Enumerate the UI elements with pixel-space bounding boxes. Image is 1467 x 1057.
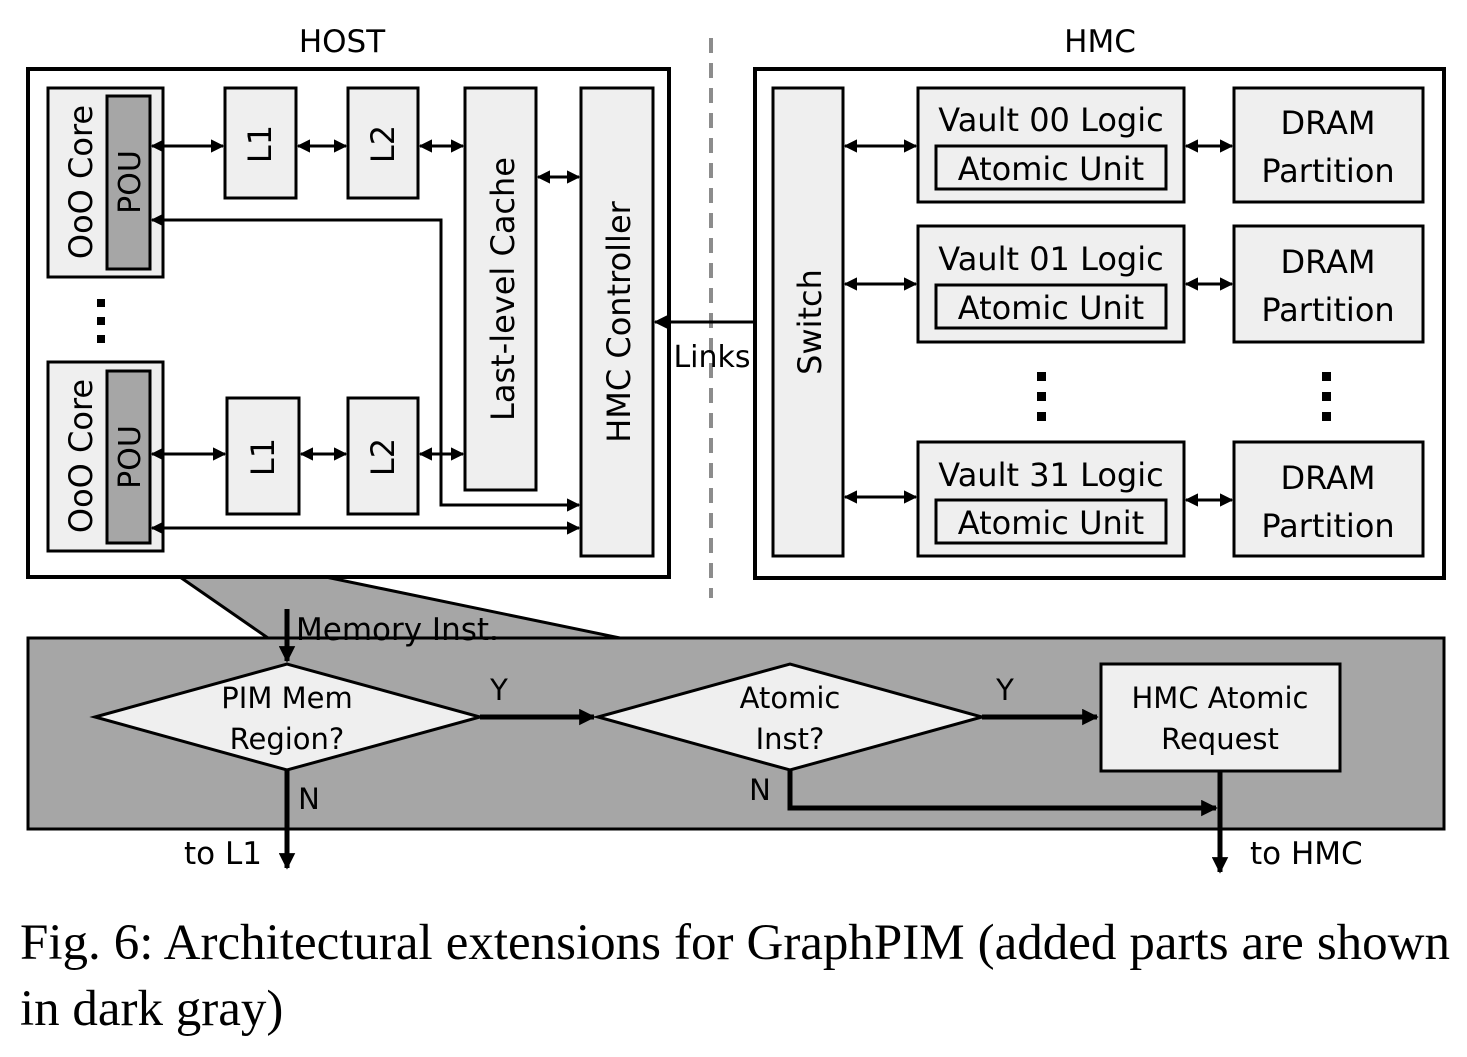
- vault-00-label: Vault 00 Logic: [938, 101, 1163, 139]
- pou-1: [105, 94, 152, 271]
- dram-01-line2: Partition: [1261, 291, 1394, 329]
- hmc-title: HMC: [1064, 24, 1136, 60]
- hmc-atomic-request: [1099, 662, 1342, 773]
- to-hmc-label: to HMC: [1250, 836, 1363, 872]
- architecture-diagram: HOST OoO Core POU OoO Core POU L1 L2 L1 …: [26, 24, 1446, 874]
- vault-00-atomic-label: Atomic Unit: [958, 150, 1144, 188]
- switch-label: Switch: [791, 269, 829, 375]
- links-label: Links: [673, 340, 750, 375]
- vault-01-label: Vault 01 Logic: [938, 240, 1163, 278]
- ooo-core-2-label: OoO Core: [62, 379, 100, 533]
- dram-31-line2: Partition: [1261, 507, 1394, 545]
- vault-31-label: Vault 31 Logic: [938, 456, 1163, 494]
- host-title: HOST: [299, 24, 386, 60]
- flow-arrows: [278, 708, 1229, 874]
- dram-partition-31: [1232, 440, 1425, 558]
- hmc-connections: [843, 139, 1234, 507]
- decision2-line1: Atomic: [740, 681, 841, 715]
- ooo-core-1-label: OoO Core: [62, 105, 100, 259]
- vault-31-atomic-label: Atomic Unit: [958, 504, 1144, 542]
- dram-31-line1: DRAM: [1280, 459, 1375, 497]
- to-l1-label: to L1: [184, 836, 262, 872]
- decision1-line1: PIM Mem: [221, 681, 352, 715]
- vault-ellipsis: [1037, 372, 1331, 421]
- vault-01-atomic-label: Atomic Unit: [958, 289, 1144, 327]
- decision1-line2: Region?: [230, 722, 345, 756]
- l1-cache-1: [223, 86, 298, 200]
- no-label-1: N: [298, 782, 320, 816]
- l1-cache-2-label: L1: [244, 438, 282, 476]
- l2-cache-2-label: L2: [364, 438, 402, 476]
- figure-caption: Fig. 6: Architectural extensions for Gra…: [20, 915, 1450, 1037]
- request-line1: HMC Atomic: [1132, 681, 1309, 715]
- dram-partition-00: [1232, 86, 1425, 204]
- last-level-cache-label: Last-level Cache: [484, 157, 522, 421]
- yes-label-1: Y: [489, 673, 508, 707]
- switch: [771, 86, 845, 558]
- dram-partition-01: [1232, 224, 1425, 344]
- request-line2: Request: [1161, 722, 1279, 756]
- dram-00-line1: DRAM: [1280, 104, 1375, 142]
- yes-label-2: Y: [995, 673, 1014, 707]
- pou-2: [105, 369, 152, 545]
- dram-00-line2: Partition: [1261, 152, 1394, 190]
- memory-inst-label: Memory Inst.: [296, 612, 499, 648]
- l2-cache-1: [346, 86, 420, 200]
- decision2-line2: Inst?: [756, 722, 825, 756]
- core-ellipsis: [97, 299, 105, 343]
- no-label-2: N: [749, 773, 771, 807]
- hmc-controller: [579, 86, 655, 558]
- vault-31-atomic-unit: [934, 498, 1168, 545]
- l1-cache-1-label: L1: [241, 125, 279, 163]
- vault-01-atomic-unit: [934, 283, 1168, 330]
- vault-00-atomic-unit: [934, 144, 1168, 191]
- pou-1-label: POU: [113, 150, 148, 214]
- hmc-controller-label: HMC Controller: [600, 200, 638, 442]
- host-connections: [150, 139, 581, 535]
- l2-cache-1-label: L2: [364, 125, 402, 163]
- pou-2-label: POU: [113, 425, 148, 489]
- dram-01-line1: DRAM: [1280, 243, 1375, 281]
